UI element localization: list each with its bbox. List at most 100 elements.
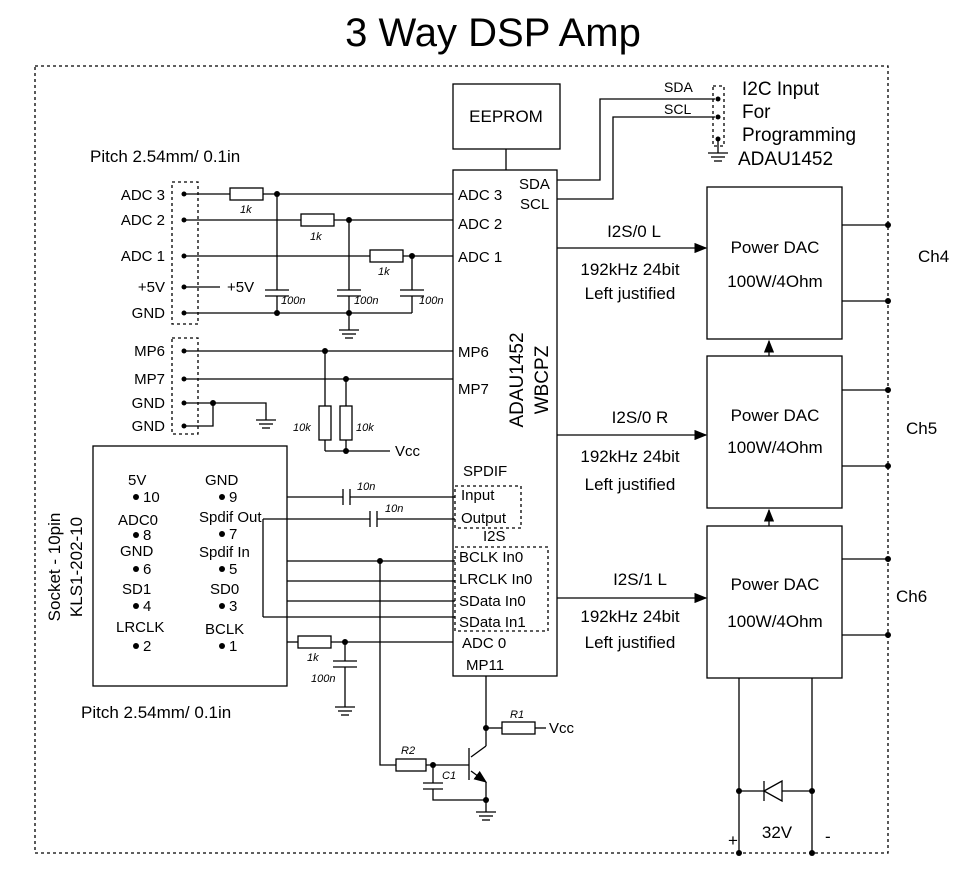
plus5v-label: +5V [227,279,254,296]
socket-connector: Socket - 10pin KLS1-202-10 5V 10 GND 9 A… [45,445,288,687]
eeprom-label: EEPROM [469,107,543,126]
power-voltage-label: 32V [762,823,793,842]
eeprom-block: EEPROM [452,83,561,170]
power-dac-ch5 [706,355,843,509]
header-pin-adc1: ADC 1 [121,248,165,265]
i2c-label-line4: ADAU1452 [738,149,833,170]
i2c-sda-label: SDA [664,79,693,95]
socket-pin4-num: 4 [143,598,151,615]
ch4-rating: 100W/4Ohm [727,272,822,291]
resistor-r2 [395,758,427,772]
cap-adc0-value: 100n [311,673,335,685]
cap-3-value: 100n [419,295,443,307]
socket-pin5-num: 5 [229,561,237,578]
header-pin-gnd-a: GND [132,395,166,412]
cap-1-value: 100n [281,295,305,307]
resistor-adc2-value: 1k [310,231,322,243]
socket-pin8-num: 8 [143,527,151,544]
chip-pin-i2s: I2S [483,528,506,545]
chip-pin-mp6: MP6 [458,344,489,361]
ch6-rating: 100W/4Ohm [727,612,822,631]
chip-pin-adc3: ADC 3 [458,187,502,204]
adc-rc-network: 1k 100n 1k 100n 1k 100n +5V [184,187,453,339]
socket-pin1-num: 1 [229,638,237,655]
transistor-circuit: R1 Vcc R2 C1 [379,561,575,821]
pitch-label-bottom: Pitch 2.54mm/ 0.1in [81,703,231,722]
socket-pin3-num: 3 [229,598,237,615]
cap-2-value: 100n [354,295,378,307]
ch6-format-line2: Left justified [585,633,676,652]
chip-pin-adc1: ADC 1 [458,249,502,266]
chip-pin-spdif: SPDIF [463,463,507,480]
chip-pin-adc2: ADC 2 [458,216,502,233]
dsp-chip: ADAU1452 WBCPZ ADC 3 ADC 2 ADC 1 MP6 MP7… [452,169,558,677]
chip-pin-spdif-input: Input [461,487,495,504]
chip-pin-lrclk-in0: LRCLK In0 [459,571,532,588]
board-outline [34,65,889,854]
resistor-adc0-value: 1k [307,652,319,664]
ch6-dac-label: Power DAC [731,575,820,594]
chip-name-line1: ADAU1452 [507,332,528,427]
header-pin-mp6: MP6 [134,343,165,360]
ch6-label: Ch6 [896,587,927,606]
resistor-r1-label: R1 [510,709,524,721]
socket-pin6-name: GND [120,543,154,560]
header-pin-gnd-b: GND [132,418,166,435]
resistor-adc2 [300,213,335,227]
resistor-adc0 [297,635,332,649]
channel-ch4: I2S/0 L 192kHz 24bit Left justified Powe… [557,186,949,340]
ch5-dac-label: Power DAC [731,406,820,425]
socket-pin1-name: BCLK [205,621,244,638]
i2c-label-line2: For [742,102,771,123]
i2c-scl-label: SCL [664,101,691,117]
chip-pin-sda: SDA [519,176,550,193]
ch4-bus-label: I2S/0 L [607,222,661,241]
resistor-adc3-value: 1k [240,204,252,216]
chip-pin-adc0: ADC 0 [462,635,506,652]
socket-pin8-name: ADC0 [118,512,158,529]
socket-pin9-num: 9 [229,489,237,506]
chip-pin-sdata-in1: SData In1 [459,614,526,631]
socket-pin9-name: GND [205,472,239,489]
adc-header: ADC 3 ADC 2 ADC 1 +5V GND [121,181,199,325]
chip-pin-spdif-output: Output [461,510,507,527]
socket-pin4-name: SD1 [122,581,151,598]
chip-pin-mp7: MP7 [458,381,489,398]
vcc-mp-label: Vcc [395,443,421,460]
chip-pin-mp11: MP11 [466,657,504,674]
socket-pin10-num: 10 [143,489,160,506]
socket-pin2-num: 2 [143,638,151,655]
header-pin-mp7: MP7 [134,371,165,388]
power-plus-label: + [728,831,738,850]
socket-pin7-num: 7 [229,526,237,543]
chip-pin-scl: SCL [520,196,549,213]
power-dac-ch4 [706,186,843,340]
mp-header: MP6 MP7 GND GND 10k 10k Vcc [132,337,453,460]
power-supply: + 32V - [728,678,831,856]
ch4-dac-label: Power DAC [731,238,820,257]
i2c-label-line3: Programming [742,125,856,146]
power-minus-label: - [825,827,831,846]
resistor-adc3 [229,187,264,201]
resistor-adc1 [369,249,404,263]
pitch-label-top: Pitch 2.54mm/ 0.1in [90,147,240,166]
ch4-format-line1: 192kHz 24bit [580,260,680,279]
socket-label-line1: Socket - 10pin [45,513,64,622]
resistor-r1 [501,721,536,735]
chip-name-line2: WBCPZ [532,345,553,414]
socket-pin3-name: SD0 [210,581,239,598]
cap-c1-label: C1 [442,770,456,782]
ch5-format-line1: 192kHz 24bit [580,447,680,466]
chip-pin-sdata-in0: SData In0 [459,593,526,610]
socket-pin5-name: Spdif In [199,544,250,561]
header-pin-5v: +5V [138,279,165,296]
resistor-r2-label: R2 [401,745,415,757]
ch4-format-line2: Left justified [585,284,676,303]
i2s-group-box [454,546,549,632]
ch6-format-line1: 192kHz 24bit [580,607,680,626]
channel-ch6: I2S/1 L 192kHz 24bit Left justified Powe… [557,525,927,679]
header-pin-adc2: ADC 2 [121,212,165,229]
ch5-bus-label: I2S/0 R [612,408,669,427]
ch5-label: Ch5 [906,419,937,438]
